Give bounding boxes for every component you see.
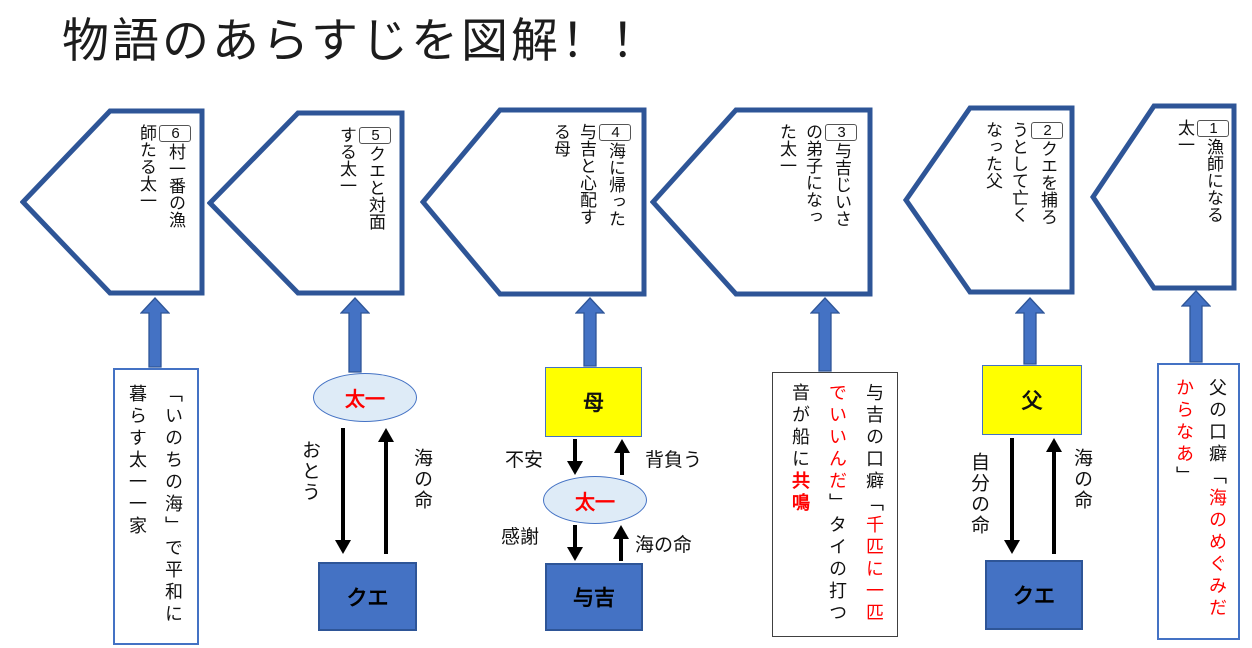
step-number-badge: 6 <box>159 125 191 142</box>
step-label: 6村一番の漁師たる太一 <box>133 124 191 236</box>
quote-segment: 」 <box>1174 466 1194 488</box>
taichi-label: 太一 <box>345 389 385 411</box>
kue-box: クエ <box>985 560 1083 630</box>
step-number-badge: 4 <box>599 124 631 141</box>
down-arrow <box>567 439 583 475</box>
up-arrow-connector <box>340 297 370 373</box>
quote-segment: 父の口癖「 <box>1207 378 1227 488</box>
kue-label: クエ <box>346 586 389 610</box>
taichi-label: 太一 <box>575 491 615 514</box>
arrow-label-fuan: 不安 <box>505 450 544 471</box>
yoshikichi-quote-note: 与吉の口癖「千匹に一匹でいいんだ」タイの打つ音が船に共鳴 <box>772 372 898 637</box>
up-arrow-connector <box>575 297 605 367</box>
chevron-shape <box>420 107 647 297</box>
up-arrow <box>614 439 630 475</box>
father-box: 父 <box>982 365 1082 435</box>
up-arrow <box>613 525 629 561</box>
down-arrow <box>1004 438 1020 554</box>
up-arrow <box>378 428 394 554</box>
chevron-step-4: 4海に帰った与吉と心配する母 <box>420 107 647 297</box>
quote-segment: 」タイの打つ音が船に <box>790 383 847 625</box>
step-label: 5クエと対面する太一 <box>333 126 391 238</box>
step-label: 2クエを捕ろうとして亡くなった父 <box>979 121 1063 233</box>
yokichi-label: 与吉 <box>573 587 615 610</box>
step-number-badge: 3 <box>825 124 857 141</box>
quote-segment-red-bold: 共鳴 <box>790 471 810 515</box>
arrow-label-seou: 背負う <box>645 450 703 471</box>
step-label: 4海に帰った与吉と心配する母 <box>547 123 631 235</box>
arrow-label-otou: おとう <box>299 440 320 503</box>
arrow-label-jibunnoinochi: 自分の命 <box>968 452 989 536</box>
chevron-step-3: 3与吉じいさの弟子になった太一 <box>650 107 873 297</box>
kue-label: クエ <box>1013 585 1055 608</box>
chevron-shape <box>20 108 205 296</box>
slide-title: 物語のあらすじを図解！！ <box>62 14 662 67</box>
quote-segment: 与吉の口癖「 <box>864 383 884 515</box>
step-number-badge: 1 <box>1197 120 1229 137</box>
chevron-step-2: 2クエを捕ろうとして亡くなった父 <box>903 105 1075 295</box>
arrow-label-uminoinochi: 海の命 <box>411 448 432 511</box>
kue-box: クエ <box>318 562 417 631</box>
taichi-ellipse: 太一 <box>313 373 417 422</box>
down-arrow <box>335 428 351 554</box>
yokichi-box: 与吉 <box>545 563 643 631</box>
chevron-shape <box>207 110 405 296</box>
mother-label: 母 <box>583 392 604 415</box>
up-arrow-connector <box>1015 297 1045 365</box>
family-note: 「いのちの海」で平和に暮らす太一一家 <box>113 368 199 645</box>
up-arrow <box>1046 438 1062 554</box>
mother-box: 母 <box>545 367 642 437</box>
chevron-shape <box>1090 103 1237 291</box>
chevron-step-6: 6村一番の漁師たる太一 <box>20 108 205 296</box>
up-arrow-connector <box>140 297 170 368</box>
arrow-label-kansha: 感謝 <box>501 527 540 548</box>
chevron-shape <box>650 107 873 297</box>
down-arrow <box>567 525 583 561</box>
step-number-badge: 2 <box>1031 122 1063 139</box>
quote-segment-red: 海のめぐみだからなあ <box>1174 378 1227 620</box>
chevron-shape <box>903 105 1075 295</box>
up-arrow-connector <box>1181 290 1211 363</box>
father-quote-note: 父の口癖「海のめぐみだからなあ」 <box>1157 363 1240 640</box>
chevron-step-1: 1漁師になる太一 <box>1090 103 1237 291</box>
taichi-ellipse: 太一 <box>543 476 647 524</box>
step-number-badge: 5 <box>359 127 391 144</box>
arrow-label-uminoinochi: 海の命 <box>635 535 693 556</box>
step-label: 3与吉じいさの弟子になった太一 <box>773 123 857 235</box>
family-note-text: 「いのちの海」で平和に暮らす太一一家 <box>127 384 183 626</box>
quote-segment-red: 千匹に一匹でいいんだ <box>827 383 884 625</box>
father-label: 父 <box>1021 390 1043 413</box>
arrow-label-uminoinochi: 海の命 <box>1071 448 1092 511</box>
chevron-step-5: 5クエと対面する太一 <box>207 110 405 296</box>
up-arrow-connector <box>810 297 840 372</box>
step-label: 1漁師になる太一 <box>1171 119 1229 231</box>
